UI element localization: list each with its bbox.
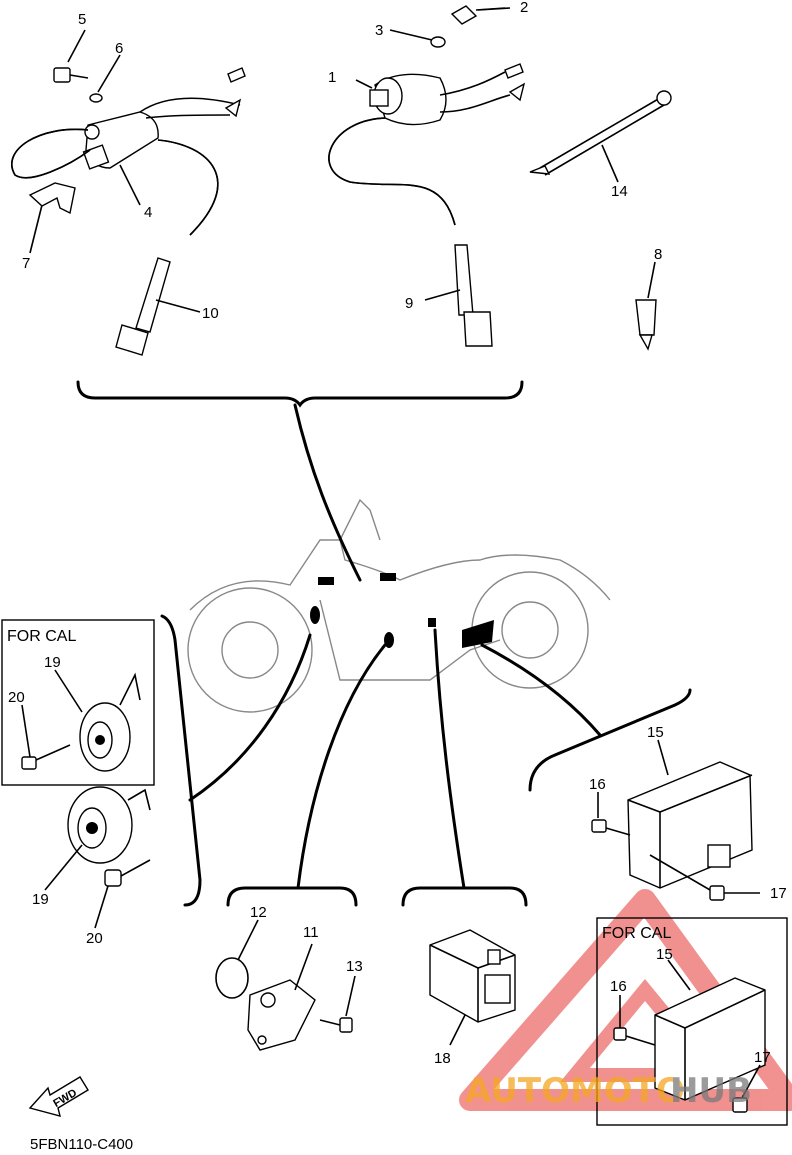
callout-20-for-cal: 20 — [8, 689, 25, 706]
callout-11: 11 — [303, 924, 319, 941]
callout-4: 4 — [144, 204, 152, 221]
callout-17: 17 — [770, 885, 787, 902]
motorcycle-silhouette — [187, 498, 611, 713]
for-cal-label-regulator: FOR CAL — [602, 925, 671, 942]
callout-9: 9 — [405, 295, 413, 312]
callout-19: 19 — [32, 891, 49, 908]
callout-17-for-cal: 17 — [754, 1049, 771, 1066]
ignition-coil-group — [11, 5, 672, 408]
callout-2: 2 — [520, 0, 528, 16]
watermark-text-b: HUB — [670, 1071, 752, 1111]
callout-7: 7 — [22, 255, 30, 272]
callout-14: 14 — [611, 183, 628, 200]
relay — [401, 886, 528, 1023]
callout-5: 5 — [78, 11, 86, 28]
fwd-label: FWD — [51, 1087, 79, 1110]
regulator-for-cal-box: FOR CAL — [596, 917, 788, 1126]
callout-16: 16 — [589, 776, 606, 793]
callout-13: 13 — [346, 958, 363, 975]
sensor-assembly — [215, 886, 358, 1051]
rectifier-regulator — [528, 688, 753, 901]
for-cal-label-horn: FOR CAL — [7, 628, 76, 645]
callout-15: 15 — [647, 724, 664, 741]
diagram-code: 5FBN110-C400 — [30, 1136, 133, 1153]
callout-3: 3 — [375, 22, 383, 39]
callout-8: 8 — [654, 246, 662, 263]
callout-12: 12 — [250, 904, 267, 921]
callout-18: 18 — [434, 1050, 451, 1067]
callout-20: 20 — [86, 930, 103, 947]
callout-10: 10 — [202, 305, 219, 322]
horn-standard — [67, 614, 202, 907]
leader-arrows — [188, 403, 602, 890]
callout-labels: 1 2 3 4 5 6 7 8 9 10 11 12 13 14 15 16 1… — [8, 0, 787, 1099]
fwd-arrow-icon: FWD — [28, 1076, 89, 1117]
callout-19-for-cal: 19 — [44, 654, 61, 671]
watermark-text: AUTOMOTO HUB — [465, 1071, 752, 1111]
callout-6: 6 — [115, 40, 123, 57]
callout-15-for-cal: 15 — [656, 946, 673, 963]
callout-1: 1 — [328, 69, 336, 86]
watermark-text-a: AUTOMOTO — [465, 1071, 685, 1111]
callout-16-for-cal: 16 — [610, 978, 627, 995]
horn-for-cal-box: FOR CAL — [1, 619, 155, 786]
